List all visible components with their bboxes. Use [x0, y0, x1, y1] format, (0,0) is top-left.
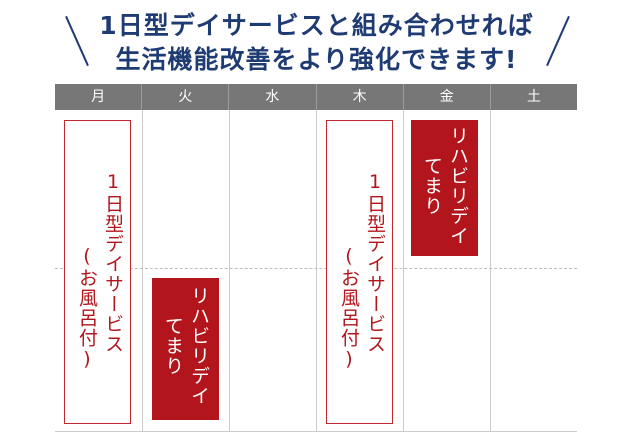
schedule-grid: 1日型デイサービス (お風呂付) リハビリデイ てまり 1日型デイサービス (お…	[55, 110, 577, 432]
mon-day-service-block: 1日型デイサービス (お風呂付)	[64, 120, 131, 424]
grid-bottom-line	[55, 431, 577, 432]
day-header-sat: 土	[489, 84, 577, 110]
grid-divider	[316, 110, 317, 432]
grid-divider	[490, 110, 491, 432]
tue-rehab-day-name: てまり	[162, 316, 184, 376]
day-header-thu: 木	[315, 84, 403, 110]
tue-rehab-day-title: リハビリデイ	[188, 286, 210, 406]
headline: 1日型デイサービスと組み合わせれば 生活機能改善をより強化できます!	[0, 0, 633, 80]
mon-day-service-note: (お風呂付)	[76, 245, 98, 371]
weekly-schedule: 月 火 水 木 金 土 1日型デイサービス (お風呂付) リハビリデイ てまり …	[55, 84, 577, 432]
thu-day-service-block: 1日型デイサービス (お風呂付)	[326, 120, 393, 424]
headline-line-1: 1日型デイサービスと組み合わせれば	[99, 11, 534, 40]
fri-rehab-day-block: リハビリデイ てまり	[411, 120, 478, 256]
day-header-wed: 水	[228, 84, 315, 110]
mon-day-service-title: 1日型デイサービス	[102, 171, 124, 354]
headline-line-2: 生活機能改善をより強化できます!	[115, 45, 518, 74]
tue-rehab-day-block: リハビリデイ てまり	[152, 278, 219, 420]
fri-rehab-day-title: リハビリデイ	[447, 126, 469, 246]
day-header-row: 月 火 水 木 金 土	[55, 84, 577, 110]
grid-divider	[142, 110, 143, 432]
thu-day-service-title: 1日型デイサービス	[364, 171, 386, 354]
day-header-tue: 火	[141, 84, 228, 110]
day-header-mon: 月	[91, 89, 106, 105]
midday-dashed-line	[55, 268, 577, 269]
thu-day-service-note: (お風呂付)	[338, 245, 360, 371]
day-header-fri: 金	[402, 84, 490, 110]
grid-divider	[229, 110, 230, 432]
grid-divider	[403, 110, 404, 432]
fri-rehab-day-name: てまり	[421, 156, 443, 216]
